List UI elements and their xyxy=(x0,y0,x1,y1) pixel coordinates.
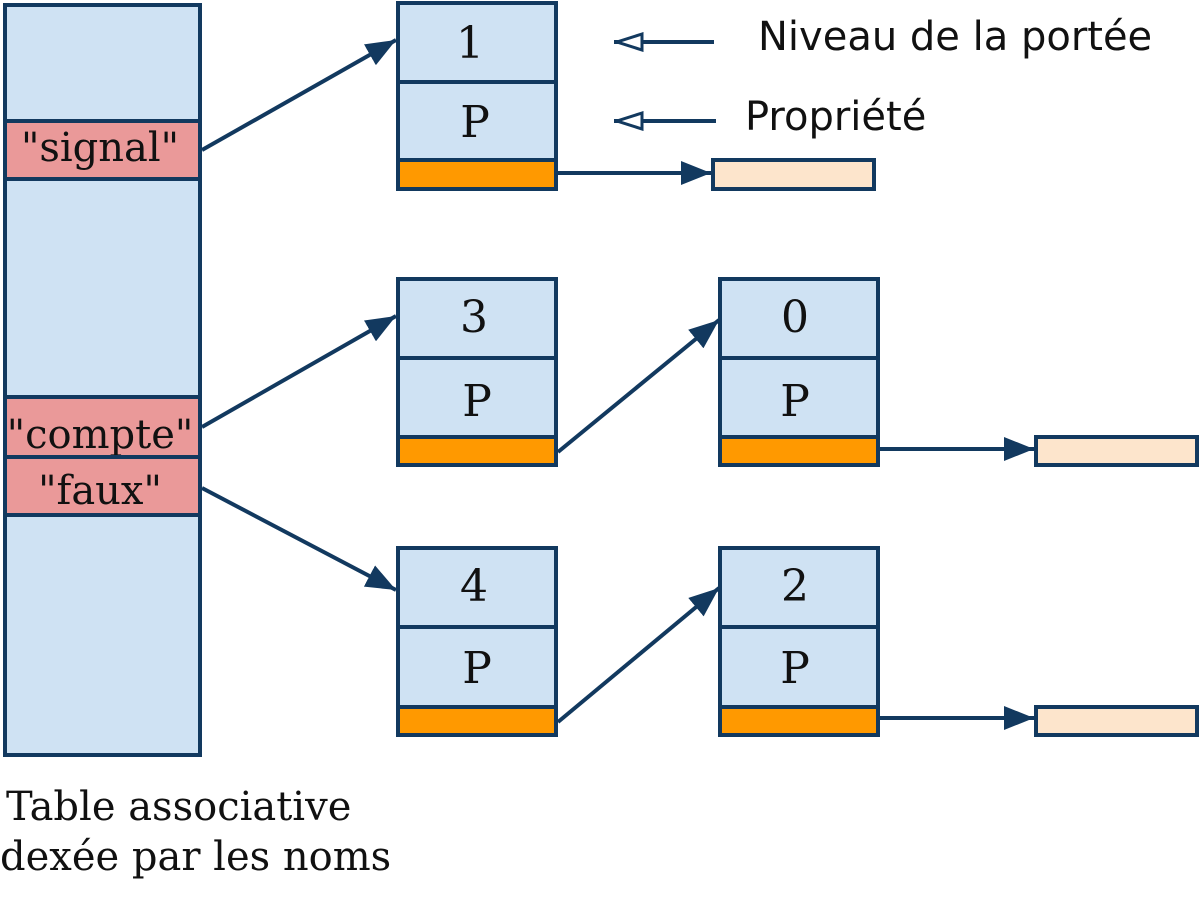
legend-scope-level: Niveau de la portée xyxy=(758,14,1152,60)
node-1-prop: P xyxy=(460,97,490,148)
node-3-level: 0 xyxy=(781,292,809,343)
node-5-prop: P xyxy=(780,643,810,694)
null-terminator-2 xyxy=(1034,435,1199,467)
node-4: 4 P xyxy=(396,546,558,737)
arrow-compte-to-node-2 xyxy=(201,314,397,429)
arrow-faux-to-node-4 xyxy=(201,486,397,592)
node-4-pointer xyxy=(396,705,558,737)
table-key-signal-label: "signal" xyxy=(21,125,179,171)
associative-table: "signal" "compte" "faux" xyxy=(3,3,202,757)
legend-property: Propriété xyxy=(745,94,926,140)
node-4-level: 4 xyxy=(460,561,488,612)
node-3: 0 P xyxy=(718,277,880,467)
table-key-faux xyxy=(3,455,202,517)
node-2: 3 P xyxy=(396,277,558,467)
node-5-level: 2 xyxy=(781,561,809,612)
node-5-pointer xyxy=(718,705,880,737)
node-2-prop: P xyxy=(462,376,492,427)
table-column xyxy=(3,3,202,757)
null-terminator-1 xyxy=(711,158,876,191)
table-key-compte-label: "compte" xyxy=(7,412,194,458)
null-terminator-3 xyxy=(1034,705,1199,737)
node-1-pointer xyxy=(396,158,558,191)
arrow-node-4-to-node-5 xyxy=(556,586,721,724)
arrow-node-2-to-node-3 xyxy=(556,318,721,454)
table-key-signal xyxy=(3,119,202,181)
node-3-prop: P xyxy=(780,376,810,427)
table-caption-line1: Table associative xyxy=(6,784,351,830)
node-4-prop: P xyxy=(462,643,492,694)
table-key-faux-label: "faux" xyxy=(38,468,162,514)
node-1-level: 1 xyxy=(456,18,484,69)
arrow-signal-to-node-1 xyxy=(201,38,397,152)
table-caption-line2: dexée par les noms xyxy=(0,834,391,880)
node-2-level: 3 xyxy=(460,292,488,343)
node-5: 2 P xyxy=(718,546,880,737)
node-1: 1 P xyxy=(396,1,558,191)
node-2-pointer xyxy=(396,435,558,467)
node-3-pointer xyxy=(718,435,880,467)
